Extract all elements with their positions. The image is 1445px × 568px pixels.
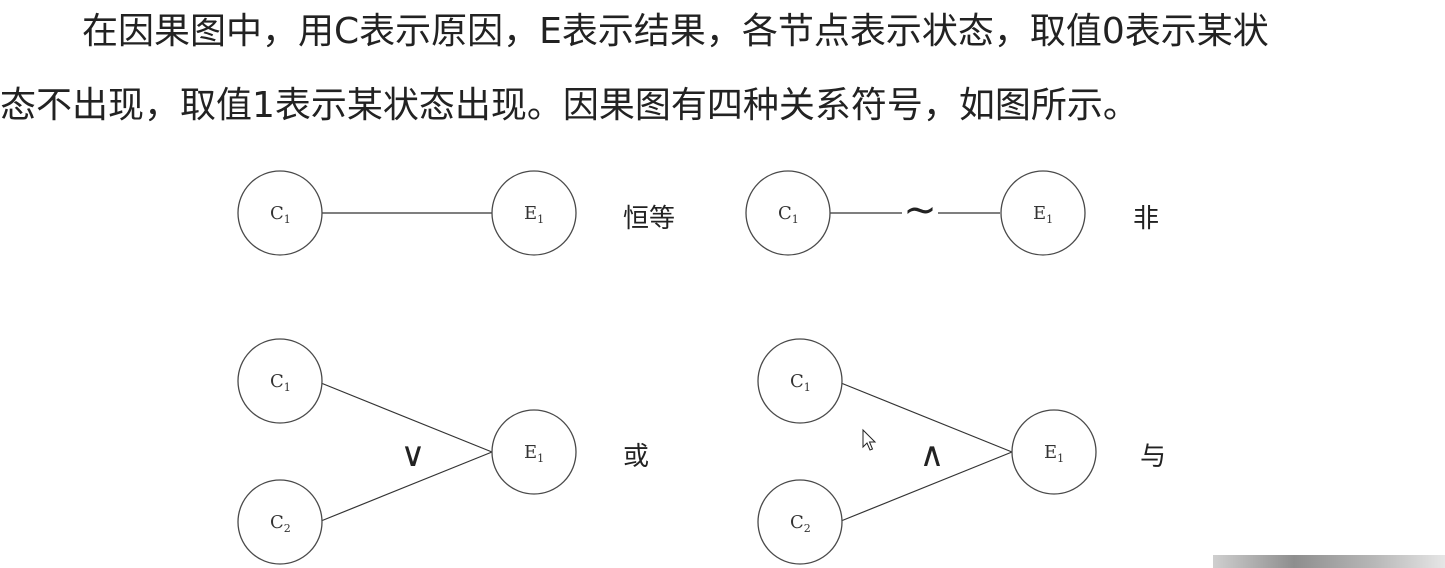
- identity-relation-label: 恒等: [623, 204, 675, 234]
- not-relation-label: 非: [1133, 204, 1159, 234]
- or-symbol: ∨: [401, 435, 426, 475]
- not-diagram: C1 ~ E1 非: [746, 171, 1159, 255]
- mouse-pointer-icon: [863, 430, 875, 450]
- and-symbol: ∧: [920, 435, 945, 475]
- not-symbol: ~: [903, 187, 937, 233]
- identity-diagram: C1 E1 恒等: [238, 171, 675, 255]
- or-diagram: C1 C2 ∨ E1 或: [238, 339, 649, 564]
- and-diagram: C1 C2 ∧ E1 与: [758, 339, 1166, 564]
- or-relation-label: 或: [623, 442, 649, 472]
- and-relation-label: 与: [1140, 442, 1166, 472]
- video-thumbnail-corner: [1213, 555, 1445, 568]
